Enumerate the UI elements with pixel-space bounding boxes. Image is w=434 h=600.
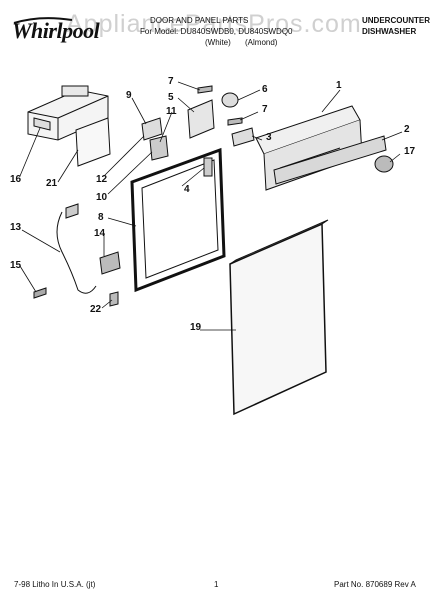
callout-16: 16 xyxy=(10,174,22,185)
callout-7b: 7 xyxy=(262,104,268,115)
header-models: For Model: DU840SWDB0, DU840SWDQ0 xyxy=(140,27,293,36)
part-21-panel-card xyxy=(75,117,111,167)
part-11-clip xyxy=(149,135,169,161)
product-type-line1: UNDERCOUNTER xyxy=(362,16,430,25)
callout-15: 15 xyxy=(10,260,22,271)
callout-4: 4 xyxy=(184,184,190,195)
callout-6: 6 xyxy=(262,84,268,95)
callout-1: 1 xyxy=(336,80,342,91)
callout-11: 11 xyxy=(166,106,177,117)
header-title: DOOR AND PANEL PARTS xyxy=(150,16,249,25)
logo-swoosh-icon xyxy=(13,17,73,24)
logo-text: Whirlpool xyxy=(12,18,100,43)
part-8-door-frame xyxy=(130,147,226,293)
product-type-line2: DISHWASHER xyxy=(362,27,417,36)
callout-8: 8 xyxy=(98,212,104,223)
part-3-bracket xyxy=(231,127,255,147)
watermark: AppliancePartsPros.com xyxy=(66,10,362,38)
callout-13: 13 xyxy=(10,222,22,233)
part-19-door-panel xyxy=(229,219,329,416)
part-7-screw xyxy=(197,85,243,126)
callout-9: 9 xyxy=(126,90,132,101)
header-almond: (Almond) xyxy=(245,38,278,47)
part-6-knob xyxy=(221,92,239,108)
callout-10: 10 xyxy=(96,192,108,203)
part-15-screw xyxy=(33,287,47,299)
callout-17: 17 xyxy=(404,146,416,157)
part-13-wire-harness xyxy=(56,203,97,294)
callout-3: 3 xyxy=(266,132,272,143)
footer-litho: 7-98 Litho In U.S.A. (jt) xyxy=(14,580,96,589)
footer-page-number: 1 xyxy=(214,580,219,589)
callout-22: 22 xyxy=(90,304,102,315)
part-14-switch xyxy=(99,251,121,275)
footer-part-number: Part No. 870689 Rev A xyxy=(334,580,416,589)
part-4-vent xyxy=(203,157,213,177)
callout-14: 14 xyxy=(94,228,106,239)
part-16-control-housing xyxy=(27,85,109,141)
callout-7a: 7 xyxy=(168,76,174,87)
callout-12: 12 xyxy=(96,174,108,185)
callout-2: 2 xyxy=(404,124,410,135)
part-9-latch xyxy=(141,117,163,141)
part-2-control-panel xyxy=(273,135,387,185)
part-17-knob xyxy=(374,155,394,173)
callout-5: 5 xyxy=(168,92,174,103)
callout-21: 21 xyxy=(46,178,58,189)
part-22-clip xyxy=(109,291,119,307)
whirlpool-logo xyxy=(10,14,98,51)
callout-19: 19 xyxy=(190,322,202,333)
header-white: (White) xyxy=(205,38,231,47)
part-5-hinge-bracket xyxy=(187,99,215,139)
leader-lines xyxy=(19,81,403,331)
